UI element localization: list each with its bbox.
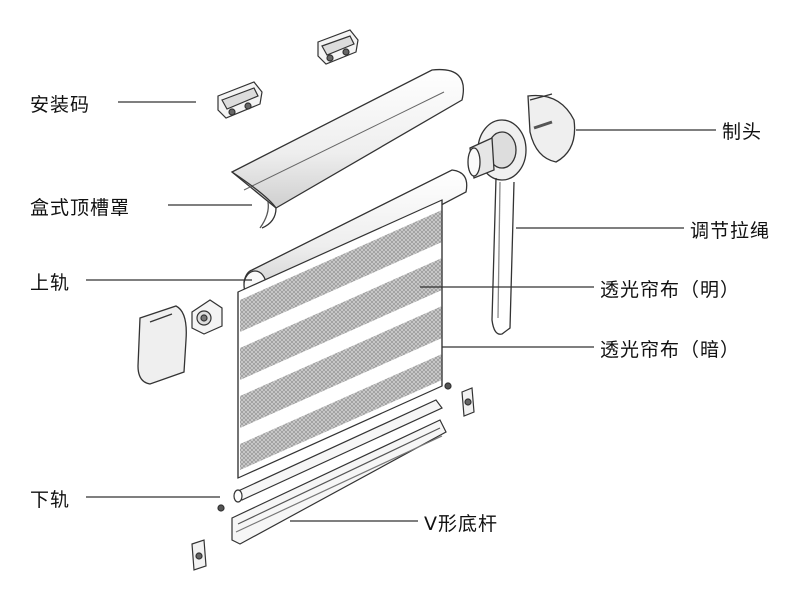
bottom-rail xyxy=(217,382,452,512)
leader-lines xyxy=(86,101,716,522)
label-v-bottom-bar: V形底杆 xyxy=(424,513,498,535)
fabric-panel xyxy=(237,199,443,479)
end-cap-head xyxy=(527,93,576,163)
bottom-clip-left xyxy=(191,539,207,571)
left-plug xyxy=(191,299,223,335)
label-fabric-light: 透光帘布（明） xyxy=(600,279,741,301)
mount-clip-top xyxy=(317,29,359,65)
label-box-cover: 盒式顶槽罩 xyxy=(30,197,131,219)
label-fabric-dark: 透光帘布（暗） xyxy=(600,339,741,361)
v-bottom-bar xyxy=(231,419,447,545)
label-mount-clip: 安装码 xyxy=(30,94,91,116)
bottom-clip-right xyxy=(461,387,475,417)
label-pull-cord: 调节拉绳 xyxy=(690,220,771,242)
clutch xyxy=(467,119,527,181)
label-bottom-rail: 下轨 xyxy=(30,489,71,511)
box-cover xyxy=(230,68,464,229)
pull-cord xyxy=(491,177,515,335)
left-end-cap xyxy=(137,305,187,385)
label-top-rail: 上轨 xyxy=(30,272,71,294)
label-end-cap: 制头 xyxy=(722,121,763,143)
mount-clip-left xyxy=(217,81,263,119)
